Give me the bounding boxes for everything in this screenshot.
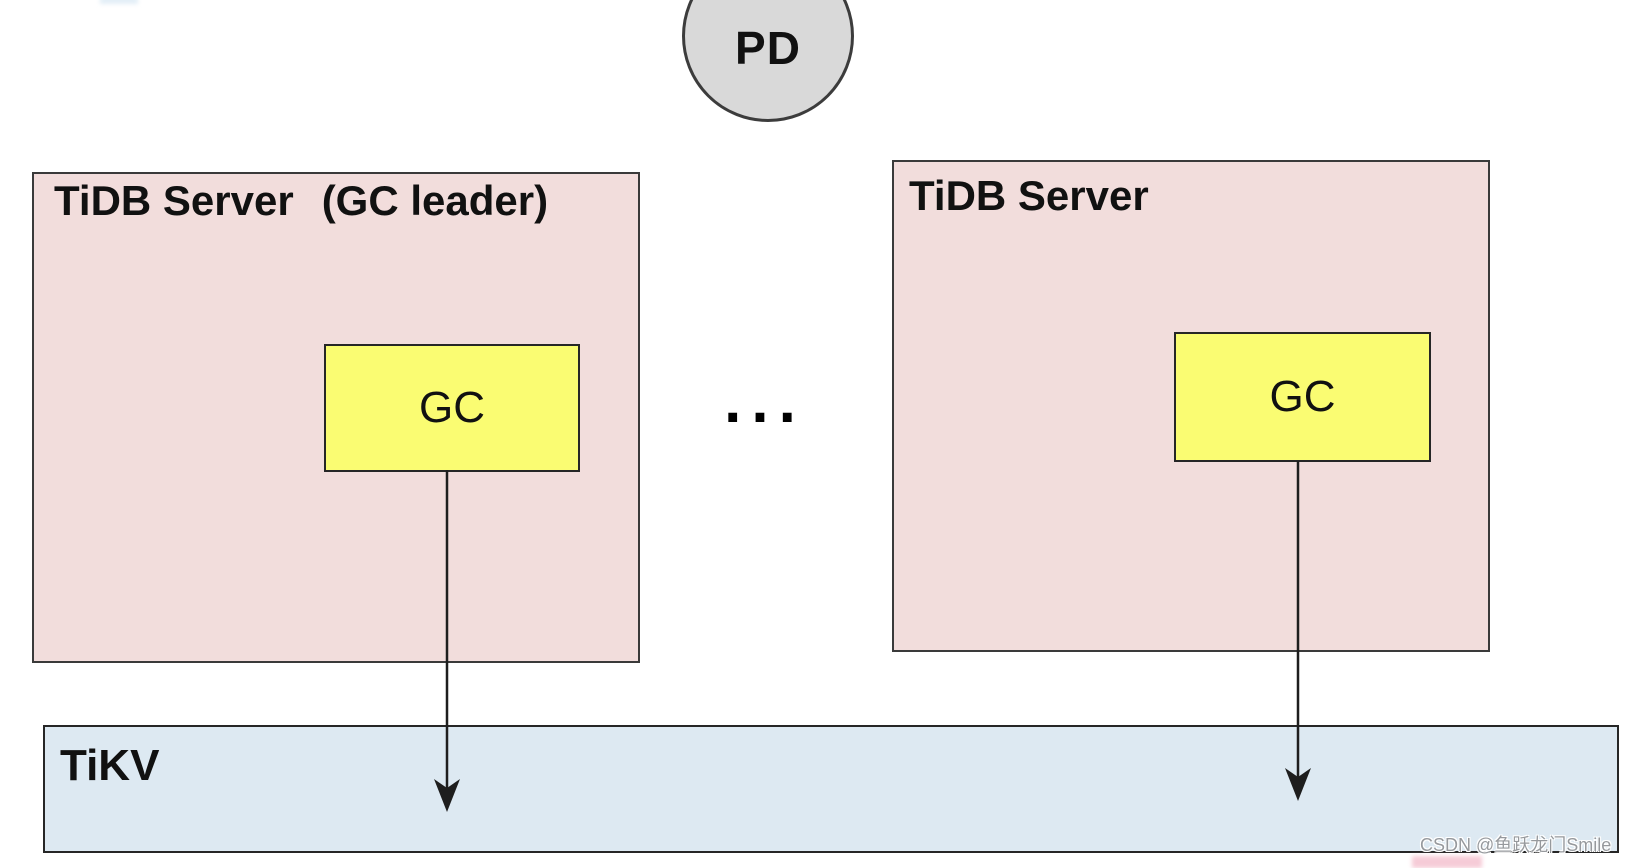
gc-box: GC (1174, 332, 1431, 462)
gc-leader-box: GC (324, 344, 580, 472)
tidb-server-title: TiDB Server (909, 172, 1149, 220)
tidb-server-leader-title-text: TiDB Server (54, 177, 294, 224)
tidb-server-box: TiDB Server GC (892, 160, 1490, 652)
pd-label: PD (735, 22, 801, 74)
tidb-server-leader-box: TiDB Server (GC leader) GC (32, 172, 640, 663)
watermark-smudge (1412, 856, 1482, 868)
tikv-box: TiKV (43, 725, 1619, 853)
tidb-server-title-text: TiDB Server (909, 172, 1149, 219)
tidb-server-leader-title: TiDB Server (GC leader) (54, 177, 548, 225)
gc-label: GC (1269, 372, 1336, 421)
tikv-label: TiKV (60, 741, 160, 790)
ellipsis: ... (724, 367, 806, 436)
gc-leader-label: GC (419, 383, 485, 432)
edge-artifact-smudge (100, 0, 138, 4)
pd-node: PD (682, 0, 854, 122)
gc-leader-suffix: (GC leader) (321, 177, 549, 224)
watermark: CSDN @鱼跃龙门Smile (1420, 835, 1612, 855)
